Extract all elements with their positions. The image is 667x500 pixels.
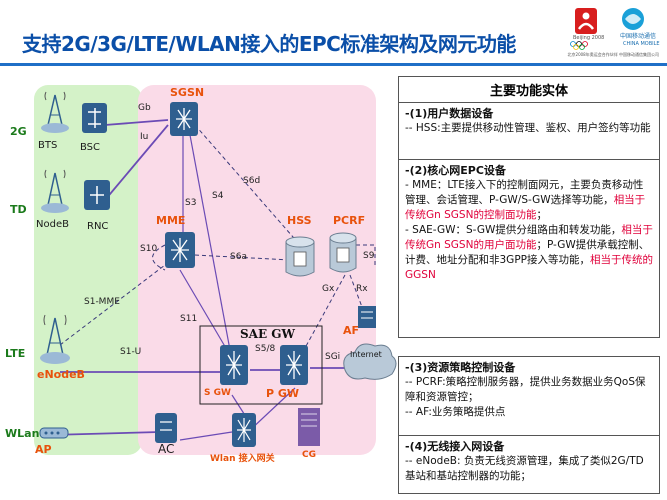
- pcrf-database-icon: [329, 232, 357, 273]
- label-pcrf: PCRF: [333, 214, 366, 227]
- s6a-link: [194, 254, 291, 261]
- ac-wlan-gw-link: [179, 431, 233, 441]
- iface-s11: S11: [180, 314, 198, 324]
- iface-s6a: S6a: [230, 252, 247, 262]
- internet-cloud-icon: [343, 343, 397, 380]
- beijing-2008-logo: Beijing 2008: [570, 8, 604, 50]
- label-ap: AP: [35, 443, 52, 456]
- sae-desc-b: 相当于传统Gn SGSN的用户面功能: [405, 224, 653, 251]
- bsc-switch-icon: [82, 103, 107, 133]
- cg-server-icon: [298, 408, 320, 446]
- af-server-icon: [358, 306, 376, 328]
- label-2g: 2G: [10, 125, 27, 138]
- label-pgw: P GW: [266, 387, 300, 400]
- label-ac: AC: [158, 442, 175, 456]
- mme-desc-c: ；: [536, 209, 547, 221]
- label-hss: HSS: [287, 214, 312, 227]
- sgsn-router-icon: [170, 102, 198, 136]
- bts-tower-icon: [41, 91, 69, 133]
- s6d-link: [194, 124, 301, 246]
- mme-desc-b: 相当于传统Gn SGSN的控制面功能: [405, 194, 646, 221]
- epc-architecture-diagram: 2G TD LTE WLan BTS BSC NodeB RNC SGSN MM…: [0, 70, 398, 500]
- section-2-title: -(2)核心网EPC设备: [405, 164, 506, 177]
- ap-device-icon: [39, 427, 69, 439]
- section-3-line-1: -- PCRF:策略控制服务器，提供业务数据业务QoS保障和资源管控；: [405, 376, 646, 403]
- mme-desc-a: - MME：LTE接入下的控制面网元，主要负责移动性管理、会话管理、P-GW/S…: [405, 179, 644, 206]
- sae-desc-d: 相当于传统的GGSN: [405, 254, 653, 281]
- sae-desc-a: - SAE-GW：S-GW提供分组路由和转发功能，: [405, 224, 622, 236]
- iface-sgi: SGi: [325, 352, 341, 362]
- sae-desc-c: ；P-GW提供承载控制、计费、地址分配和非3GPP接入等功能，: [405, 239, 650, 266]
- section-4-line: -- eNodeB: 负责无线资源管理，集成了类似2G/TD基站和基站控制器的功…: [405, 455, 644, 482]
- sgw-router-icon: [220, 345, 248, 385]
- logo-area: Beijing 2008 中国移动通信 CHINA MOBILE: [565, 4, 661, 60]
- label-td: TD: [10, 203, 27, 216]
- iface-s10: S10: [140, 244, 158, 254]
- label-wlan: WLan: [5, 427, 40, 440]
- section-3-title: -(3)资源策略控制设备: [405, 361, 516, 374]
- label-internet: Internet: [350, 350, 382, 359]
- games-text: Beijing 2008: [573, 35, 604, 41]
- iface-rx: Rx: [356, 284, 368, 294]
- section-1-line: -- HSS:主要提供移动性管理、鉴权、用户签约等功能: [405, 122, 651, 134]
- label-mme: MME: [156, 214, 186, 227]
- section-4-title: -(4)无线接入网设备: [405, 440, 505, 453]
- pgw-router-icon: [280, 345, 308, 385]
- label-sae-gw: SAE GW: [240, 327, 296, 341]
- section-user-data: -(1)用户数据设备 -- HSS:主要提供移动性管理、鉴权、用户签约等功能: [398, 102, 660, 160]
- logo-graphics: Beijing 2008 中国移动通信 CHINA MOBILE: [570, 8, 660, 50]
- iface-iu: Iu: [140, 132, 149, 142]
- label-bts: BTS: [38, 140, 58, 151]
- section-core-epc: -(2)核心网EPC设备 - MME：LTE接入下的控制面网元，主要负责移动性管…: [398, 160, 660, 338]
- s4-link: [189, 134, 231, 351]
- iface-s4: S4: [212, 191, 224, 201]
- s11-link: [179, 269, 231, 356]
- section-policy-control: -(3)资源策略控制设备 -- PCRF:策略控制服务器，提供业务数据业务QoS…: [398, 356, 660, 436]
- brand-cn: 中国移动通信: [620, 32, 656, 40]
- label-af: AF: [343, 324, 360, 337]
- nodeb-tower-icon: [41, 169, 69, 213]
- section-radio-access: -(4)无线接入网设备 -- eNodeB: 负责无线资源管理，集成了类似2G/…: [398, 436, 660, 494]
- iface-s3: S3: [185, 198, 197, 208]
- function-entity-panel: 主要功能实体 -(1)用户数据设备 -- HSS:主要提供移动性管理、鉴权、用户…: [398, 76, 660, 494]
- gb-link: [104, 119, 169, 126]
- label-nodeb: NodeB: [36, 219, 69, 230]
- label-enodeb: eNodeB: [37, 368, 85, 381]
- ac-controller-icon: [155, 413, 177, 443]
- label-lte: LTE: [5, 347, 26, 360]
- iface-s9: S9: [363, 251, 375, 261]
- label-sgsn: SGSN: [170, 86, 205, 99]
- iface-gx: Gx: [322, 284, 335, 294]
- iface-s1-mme: S1-MME: [84, 297, 120, 307]
- label-bsc: BSC: [80, 142, 101, 153]
- china-mobile-logo: 中国移动通信 CHINA MOBILE: [620, 8, 660, 47]
- page-title: 支持2G/3G/LTE/WLAN接入的EPC标准架构及网元功能: [22, 32, 516, 56]
- iu-link: [104, 124, 169, 201]
- iface-s6d: S6d: [243, 176, 261, 186]
- iface-gb: Gb: [138, 103, 151, 113]
- label-cg: CG: [302, 450, 316, 460]
- panel-spacer: [398, 338, 660, 356]
- sponsor-text: 北京2008年奥运会合作伙伴 中国移动通信集团公司: [567, 52, 659, 57]
- hss-database-icon: [285, 236, 315, 277]
- diagram-svg: [34, 85, 397, 455]
- wlan-gateway-icon: [232, 413, 256, 447]
- s1-mme-link: [59, 264, 166, 346]
- mme-router-icon: [165, 232, 195, 268]
- iface-s1-u: S1-U: [120, 347, 142, 357]
- sae-gw-description: - SAE-GW：S-GW提供分组路由和转发功能，相当于传统Gn SGSN的用户…: [405, 223, 653, 283]
- panel-header: 主要功能实体: [398, 76, 660, 102]
- brand-en: CHINA MOBILE: [623, 41, 660, 47]
- section-1-title: -(1)用户数据设备: [405, 107, 494, 120]
- label-rnc: RNC: [87, 221, 109, 232]
- enodeb-tower-icon: [40, 314, 70, 364]
- iface-s5-8: S5/8: [255, 344, 276, 354]
- sae-gw-box: [199, 325, 323, 405]
- section-3-line-2: -- AF:业务策略提供点: [405, 406, 506, 418]
- label-wlan-gateway: Wlan 接入网关: [210, 454, 275, 464]
- mme-description: - MME：LTE接入下的控制面网元，主要负责移动性管理、会话管理、P-GW/S…: [405, 178, 653, 223]
- label-sgw: S GW: [204, 388, 231, 398]
- title-underline: [0, 63, 667, 66]
- rnc-switch-icon: [84, 180, 110, 210]
